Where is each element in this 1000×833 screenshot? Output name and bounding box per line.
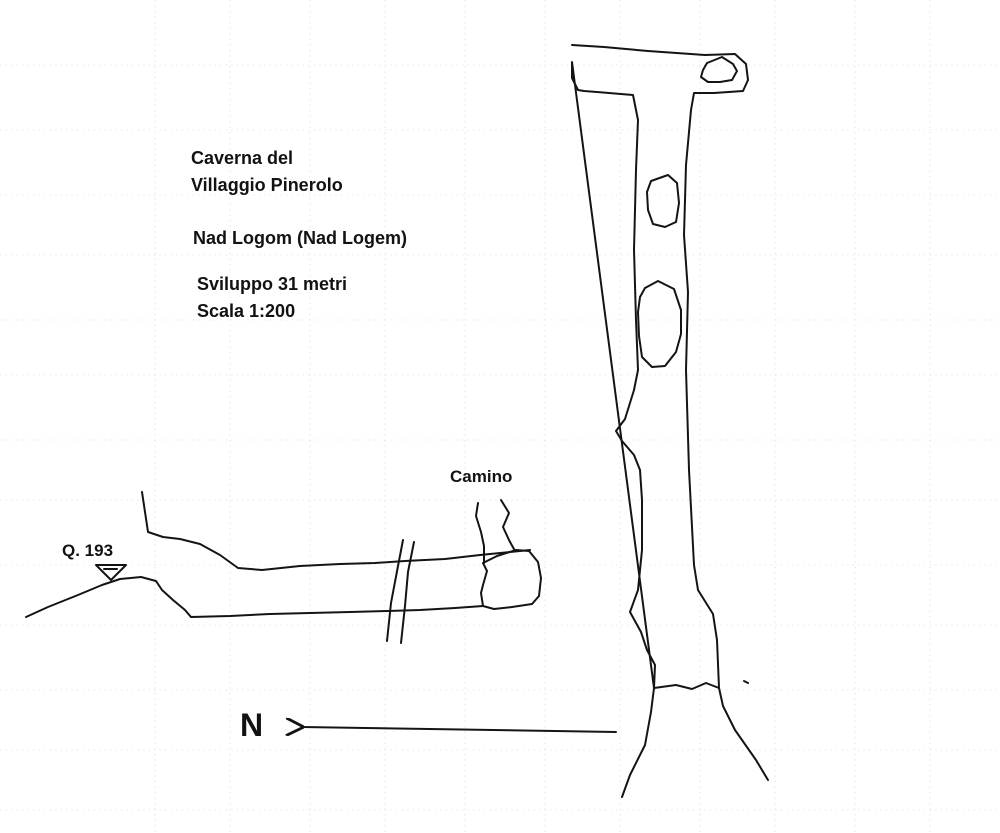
left-arrow-icon [302,727,617,732]
plan-outline [571,44,769,798]
cave-name-line1: Caverna del [191,148,294,168]
terminal-chamber [480,549,542,610]
north-label: N [240,707,264,743]
elevation-label: Q. 193 [62,541,114,560]
chimney-label: Camino [450,467,513,486]
plan-view [571,44,769,798]
survey-scale: Scala 1:200 [197,301,296,321]
break-mark-left [386,539,404,642]
plan-passage-ledge [653,682,720,690]
plan-rock-lower [637,280,682,368]
section-view [25,491,542,644]
chimney-wall-right [500,499,516,552]
ground-surface [25,576,192,618]
development-length: Sviluppo 31 metri [197,274,348,294]
chimney-wall-left [475,502,485,564]
alternate-cave-name: Nad Logom (Nad Logem) [193,228,407,248]
break-mark-right [400,541,415,644]
gallery-ceiling [141,491,531,571]
plan-rock-middle [646,174,680,228]
plan-rock-top [700,56,738,83]
cave-name-line2: Villaggio Pinerolo [191,175,343,195]
gallery-floor [190,605,484,618]
inverted-triangle-benchmark-icon [95,564,127,581]
